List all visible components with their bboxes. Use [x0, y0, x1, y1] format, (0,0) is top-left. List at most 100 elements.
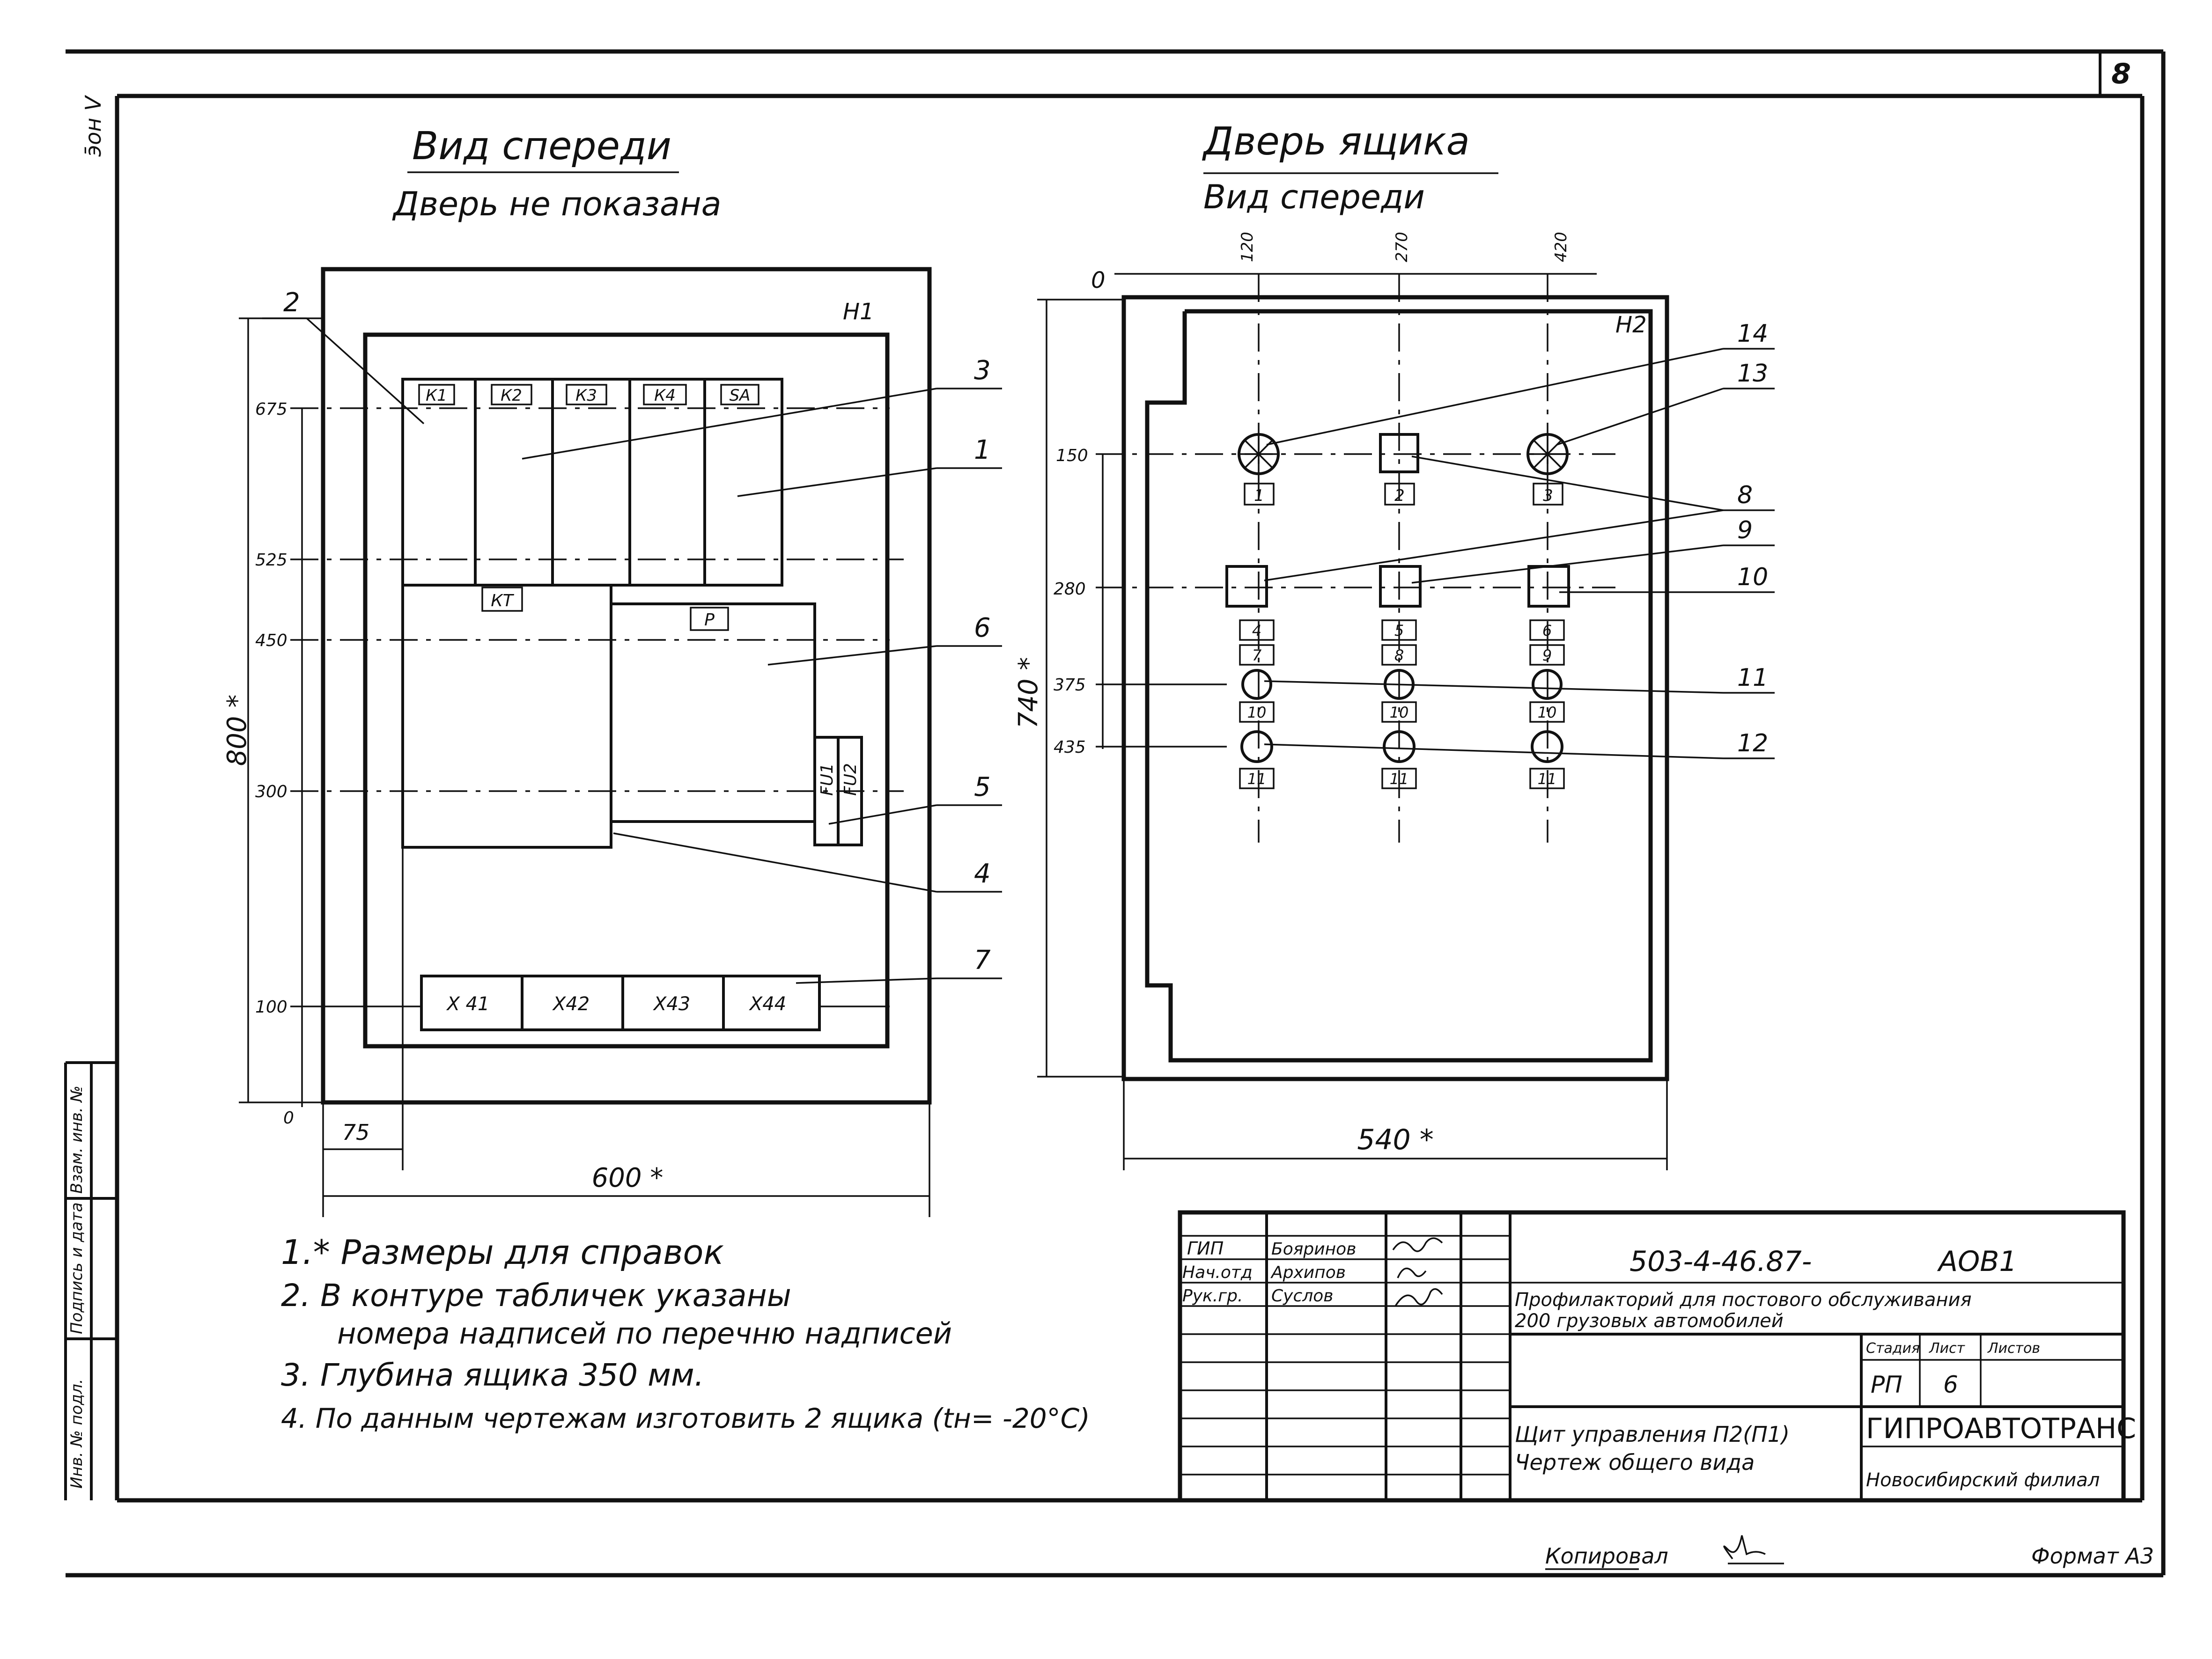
side-stamp-top: э̄он V	[81, 95, 106, 157]
drawing-title-2: Чертеж общего вида	[1515, 1450, 1755, 1475]
elev-450: 450	[255, 631, 288, 650]
callout-9: 9	[1737, 516, 1753, 544]
doc-code: 503-4-46.87-	[1630, 1245, 1812, 1278]
role-gip: ГИП	[1187, 1238, 1224, 1259]
device-tag-k2: К2	[501, 386, 522, 405]
elev-675: 675	[255, 400, 288, 419]
device-tag-k1: К1	[426, 386, 447, 405]
footer: Копировал Формат А3	[1545, 1535, 2154, 1570]
drawing-title-1: Щит управления П2(П1)	[1515, 1422, 1790, 1447]
relay-tag-kt: КТ	[491, 591, 515, 610]
title-block: ГИП Нач.отд Рук.гр. Бояринов Архипов Сус…	[1178, 1210, 2136, 1503]
sheet-frame	[66, 49, 2166, 1578]
elev-300: 300	[255, 782, 288, 801]
device-tags: К1 К2 К3 К4 SA	[418, 384, 759, 405]
sheet-header: Лист	[1929, 1340, 1966, 1357]
elev-100: 100	[255, 998, 288, 1017]
block-tag-p: Р	[704, 610, 715, 630]
front-dim-height: 800 *	[222, 695, 252, 766]
doc-suffix: АОВ1	[1937, 1245, 2017, 1278]
door-tag-9: 9	[1542, 646, 1552, 664]
stage-header: Стадия	[1866, 1340, 1920, 1357]
door-tag-5: 5	[1394, 622, 1404, 639]
door-mark-420: 420	[1552, 232, 1571, 262]
stage-value: РП	[1871, 1371, 1902, 1398]
door-tag-3: 3	[1543, 486, 1553, 505]
door-tag-10a: 10	[1247, 704, 1267, 721]
callout-14: 14	[1737, 320, 1768, 348]
name-boyarinov: Бояринов	[1271, 1240, 1356, 1259]
device-tag-k4: К4	[654, 386, 676, 405]
door-dim-height: 740 *	[1013, 657, 1044, 729]
org-branch: Новосибирский филиал	[1866, 1469, 2100, 1491]
callout-12: 12	[1737, 729, 1768, 757]
door-elev-375: 375	[1054, 675, 1086, 695]
callout-3: 3	[974, 355, 991, 386]
elev-525: 525	[255, 551, 288, 570]
front-view-title: Вид спереди	[412, 124, 671, 169]
side-stamp-col1: Инв. № подл.	[67, 1379, 86, 1489]
callout-4: 4	[974, 859, 991, 889]
door-mark-0: 0	[1091, 267, 1106, 294]
terminal-x42: X42	[552, 993, 590, 1015]
callout-10: 10	[1737, 563, 1768, 591]
callout-13: 13	[1737, 360, 1768, 388]
door-view-title: Дверь ящика	[1202, 119, 1470, 164]
door-tag-8: 8	[1394, 646, 1404, 664]
role-nach-otd: Нач.отд	[1182, 1263, 1253, 1282]
door-tag-10b: 10	[1390, 704, 1409, 721]
door-tag-11b: 11	[1390, 770, 1409, 788]
front-dim-width: 600 *	[592, 1163, 664, 1193]
name-arkhipov: Архипов	[1270, 1263, 1346, 1282]
front-centerlines	[290, 407, 904, 1007]
terminal-x41: X 41	[446, 993, 489, 1015]
note-3: 3. Глубина ящика 350 мм.	[281, 1357, 704, 1393]
callout-11: 11	[1737, 664, 1768, 692]
terminal-x43: X43	[653, 993, 690, 1015]
front-panel-label: Н1	[843, 299, 874, 325]
name-suslov: Суслов	[1271, 1286, 1334, 1306]
front-view-subtitle: Дверь не показана	[392, 185, 722, 223]
door-callouts: 14 13 8 9 10 11 12	[1264, 320, 1775, 759]
door-dim-width: 540 *	[1357, 1123, 1434, 1156]
door-mark-270: 270	[1393, 232, 1411, 262]
door-tag-7: 7	[1252, 646, 1262, 664]
notes: 1.* Размеры для справок 2. В контуре таб…	[281, 1233, 1090, 1434]
front-callouts: 2 3 1 6 5 4 7	[262, 287, 1002, 984]
callout-5: 5	[974, 772, 991, 802]
side-stamp: э̄он V Инв. № подл. Подпись и дата Взам.…	[64, 95, 117, 1500]
side-stamp-col2: Подпись и дата	[67, 1202, 86, 1334]
door-view-subtitle: Вид спереди	[1203, 178, 1425, 216]
front-elevations: 675 525 450 300 100 0	[255, 400, 294, 1128]
door-mark-120: 120	[1238, 232, 1257, 262]
terminal-x44: X44	[749, 993, 786, 1015]
note-1: 1.* Размеры для справок	[281, 1233, 724, 1272]
org-name: ГИПРОАВТОТРАНС	[1866, 1412, 2136, 1445]
sheets-header: Листов	[1987, 1340, 2040, 1357]
callout-8: 8	[1737, 481, 1753, 509]
sheet-value: 6	[1943, 1371, 1958, 1398]
sheet-number: 8	[2111, 58, 2131, 90]
door-tag-2: 2	[1394, 486, 1405, 505]
door-column-1: 1 4 7 10 11	[1239, 483, 1275, 789]
footer-format: Формат А3	[2031, 1543, 2154, 1569]
door-tag-11c: 11	[1538, 770, 1557, 788]
project-line-2: 200 грузовых автомобилей	[1515, 1310, 1784, 1332]
door-panel-label: Н2	[1615, 312, 1647, 338]
door-tag-6: 6	[1542, 622, 1552, 639]
front-dim-offset: 75	[342, 1120, 370, 1145]
role-ruk-gr: Рук.гр.	[1182, 1286, 1243, 1306]
note-4: 4. По данным чертежам изготовить 2 ящика…	[281, 1402, 1090, 1434]
callout-6: 6	[974, 613, 991, 643]
footer-copied: Копировал	[1545, 1543, 1668, 1569]
project-line-1: Профилакторий для постового обслуживания	[1515, 1289, 1972, 1311]
door-view: Дверь ящика Вид спереди Н2 0 120 270 420…	[1013, 119, 1775, 1170]
device-tag-k3: К3	[575, 386, 597, 405]
front-view: Вид спереди Дверь не показана Н1 К1 К2 К…	[222, 124, 1002, 1217]
door-elev-150: 150	[1056, 446, 1088, 465]
door-tag-10c: 10	[1538, 704, 1557, 721]
door-tag-11a: 11	[1247, 770, 1267, 788]
door-column-3: 3 6 9 10 11	[1529, 483, 1565, 789]
side-stamp-col3: Взам. инв. №	[67, 1086, 86, 1194]
